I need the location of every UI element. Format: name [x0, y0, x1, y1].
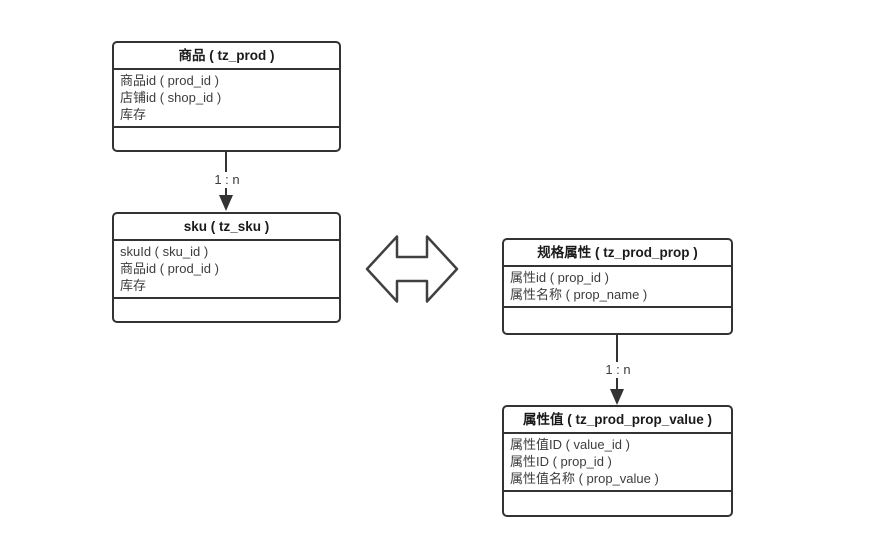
- table-fields-prod-prop-value: 属性值ID ( value_id ) 属性ID ( prop_id ) 属性值名…: [504, 432, 731, 490]
- relation-label-prod-sku: 1 : n: [200, 172, 254, 188]
- table-field: 属性id ( prop_id ): [510, 270, 609, 285]
- table-field: 库存: [120, 278, 147, 293]
- table-field: 属性值名称 ( prop_value ): [510, 471, 659, 486]
- table-field: 属性名称 ( prop_name ): [510, 287, 648, 302]
- relation-label-prop-value: 1 : n: [591, 362, 645, 378]
- entity-table-sku: sku ( tz_sku ) skuId ( sku_id ) 商品id ( p…: [112, 212, 341, 323]
- table-fields-sku: skuId ( sku_id ) 商品id ( prod_id ) 库存: [114, 239, 339, 297]
- table-field: 商品id ( prod_id ): [120, 73, 219, 88]
- arrow-down-icon: [610, 389, 624, 405]
- entity-table-prod: 商品 ( tz_prod ) 商品id ( prod_id ) 店铺id ( s…: [112, 41, 341, 152]
- table-empty-section: [114, 297, 339, 321]
- table-field: 库存: [120, 107, 147, 122]
- table-title-sku: sku ( tz_sku ): [183, 219, 270, 234]
- table-field: 商品id ( prod_id ): [120, 261, 219, 276]
- table-title-prod-prop: 规格属性 ( tz_prod_prop ): [537, 245, 698, 260]
- table-fields-prod: 商品id ( prod_id ) 店铺id ( shop_id ) 库存: [114, 68, 339, 126]
- table-title-prod: 商品 ( tz_prod ): [178, 48, 275, 63]
- bidirectional-arrow-icon: [365, 235, 459, 303]
- entity-table-prod-prop-value: 属性值 ( tz_prod_prop_value ) 属性值ID ( value…: [502, 405, 733, 517]
- table-empty-section: [504, 306, 731, 333]
- table-field: 属性ID ( prop_id ): [510, 454, 612, 469]
- table-title-prod-prop-value: 属性值 ( tz_prod_prop_value ): [522, 412, 713, 427]
- table-field: 属性值ID ( value_id ): [510, 437, 630, 452]
- table-empty-section: [504, 490, 731, 515]
- table-fields-prod-prop: 属性id ( prop_id ) 属性名称 ( prop_name ): [504, 265, 731, 306]
- table-field: skuId ( sku_id ): [120, 244, 209, 259]
- table-field: 店铺id ( shop_id ): [120, 90, 222, 105]
- entity-table-prod-prop: 规格属性 ( tz_prod_prop ) 属性id ( prop_id ) 属…: [502, 238, 733, 335]
- table-empty-section: [114, 126, 339, 150]
- arrow-down-icon: [219, 195, 233, 211]
